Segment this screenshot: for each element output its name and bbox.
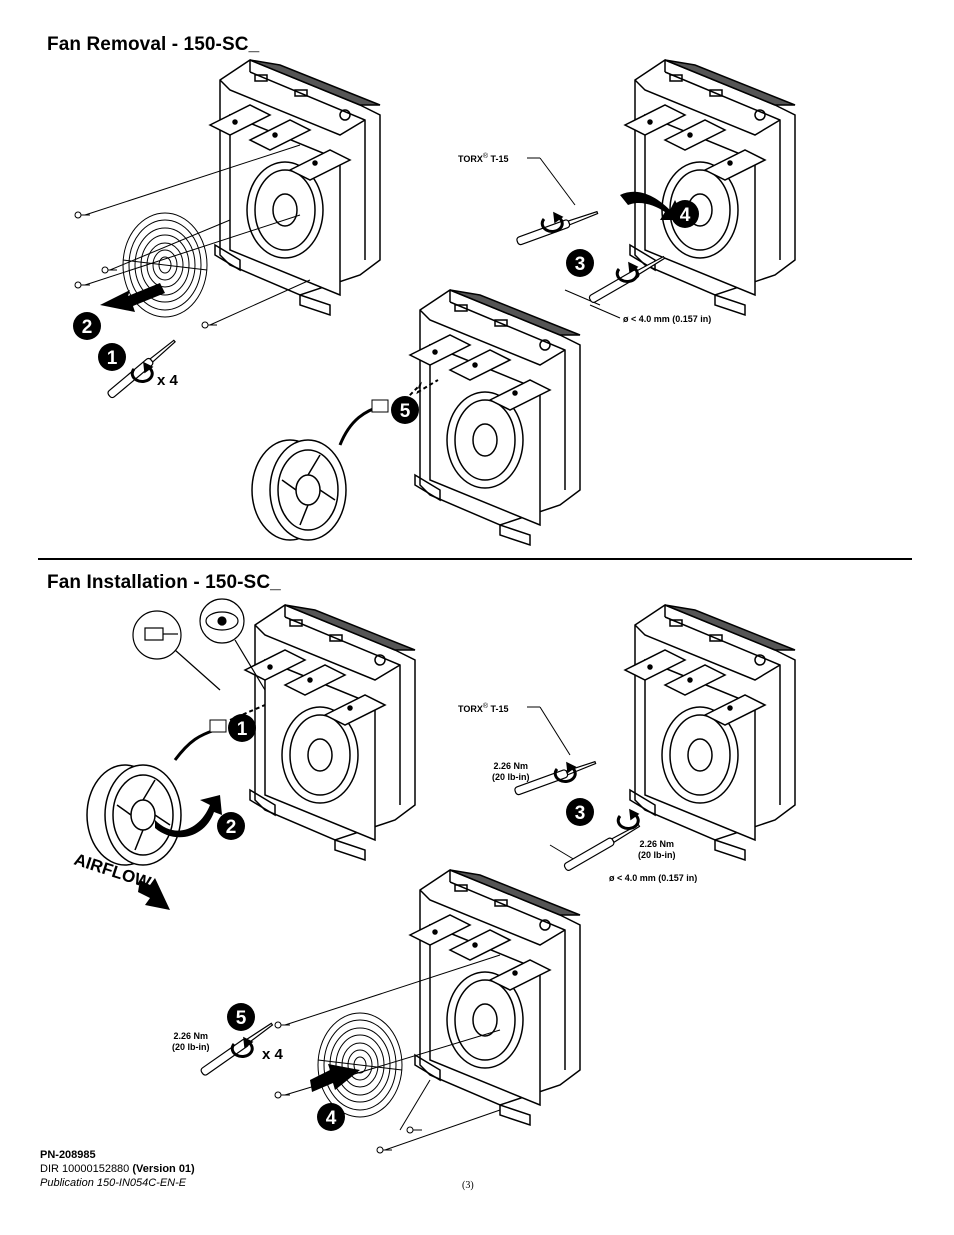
svg-text:2: 2 [82,317,93,338]
removal-step-5-badge: 5 [391,396,419,424]
install-step-5-badge: 5 [227,1003,255,1031]
removal-torx-label: TORX® T-15 [458,153,509,164]
install-torque-label-3: 2.26 Nm(20 lb-in) [172,1031,210,1052]
airflow-arrow-icon [138,878,170,910]
install-push-arrow [310,1064,360,1092]
removal-housing-1 [209,59,381,316]
svg-text:3: 3 [575,254,586,275]
install-step-2-badge: 2 [217,812,245,840]
install-torque-label-1: 2.26 Nm(20 lb-in) [492,761,530,782]
install-plug-arrow [229,704,266,721]
removal-multiplier: x 4 [157,372,178,389]
removal-step-2-badge: 2 [73,312,101,340]
removal-pull-arrow [100,283,165,312]
svg-text:1: 1 [107,348,118,369]
install-rotate-arrow [155,795,222,838]
removal-rotate-arrow [620,191,685,220]
removal-step-4-badge: 4 [671,200,699,228]
removal-housing-2 [624,59,796,316]
install-step-4-badge: 4 [317,1103,345,1131]
install-fan [86,764,182,866]
dir-line: DIR 10000152880 (Version 01) [40,1163,195,1175]
eye-icon [199,598,266,691]
install-screw [274,1021,423,1154]
install-housing-3 [409,869,581,1126]
removal-housing-3 [409,289,581,546]
footer-block: PN-208985 DIR 10000152880 (Version 01) P… [40,1148,195,1190]
install-step-1-badge: 1 [228,714,256,742]
install-diameter-label: ø < 4.0 mm (0.157 in) [609,873,698,883]
install-housing-2 [624,604,796,861]
section-divider [38,558,912,560]
removal-step-3-badge: 3 [566,249,594,277]
removal-fan [251,439,347,541]
removal-step-1-badge: 1 [98,343,126,371]
part-number: PN-208985 [40,1149,96,1161]
install-multiplier: x 4 [262,1046,283,1063]
svg-text:4: 4 [680,205,691,226]
install-torx-leader [527,706,576,861]
install-connector-callout [132,610,221,691]
install-step-3-badge: 3 [566,798,594,826]
install-connector [209,719,227,733]
svg-text:3: 3 [575,803,586,824]
install-fan-cable [173,728,216,761]
svg-text:5: 5 [400,401,411,422]
install-torque-label-2: 2.26 Nm(20 lb-in) [638,839,676,860]
svg-text:4: 4 [326,1108,337,1129]
publication-line: Publication 150-IN054C-EN-E [40,1177,187,1189]
svg-text:1: 1 [237,719,248,740]
removal-screw-lines [84,144,311,326]
installation-title: Fan Installation - 150-SC_ [47,572,281,593]
removal-connector [371,399,389,413]
page-number: (3) [462,1180,474,1191]
install-housing-1 [244,604,416,861]
svg-text:5: 5 [236,1008,247,1029]
install-torx-label: TORX® T-15 [458,703,509,714]
removal-screwdriver-3 [587,253,667,305]
svg-text:2: 2 [226,817,237,838]
removal-title: Fan Removal - 150-SC_ [47,34,260,55]
rotate-arrow-icon [616,808,640,831]
removal-diameter-label: ø < 4.0 mm (0.157 in) [623,314,712,324]
